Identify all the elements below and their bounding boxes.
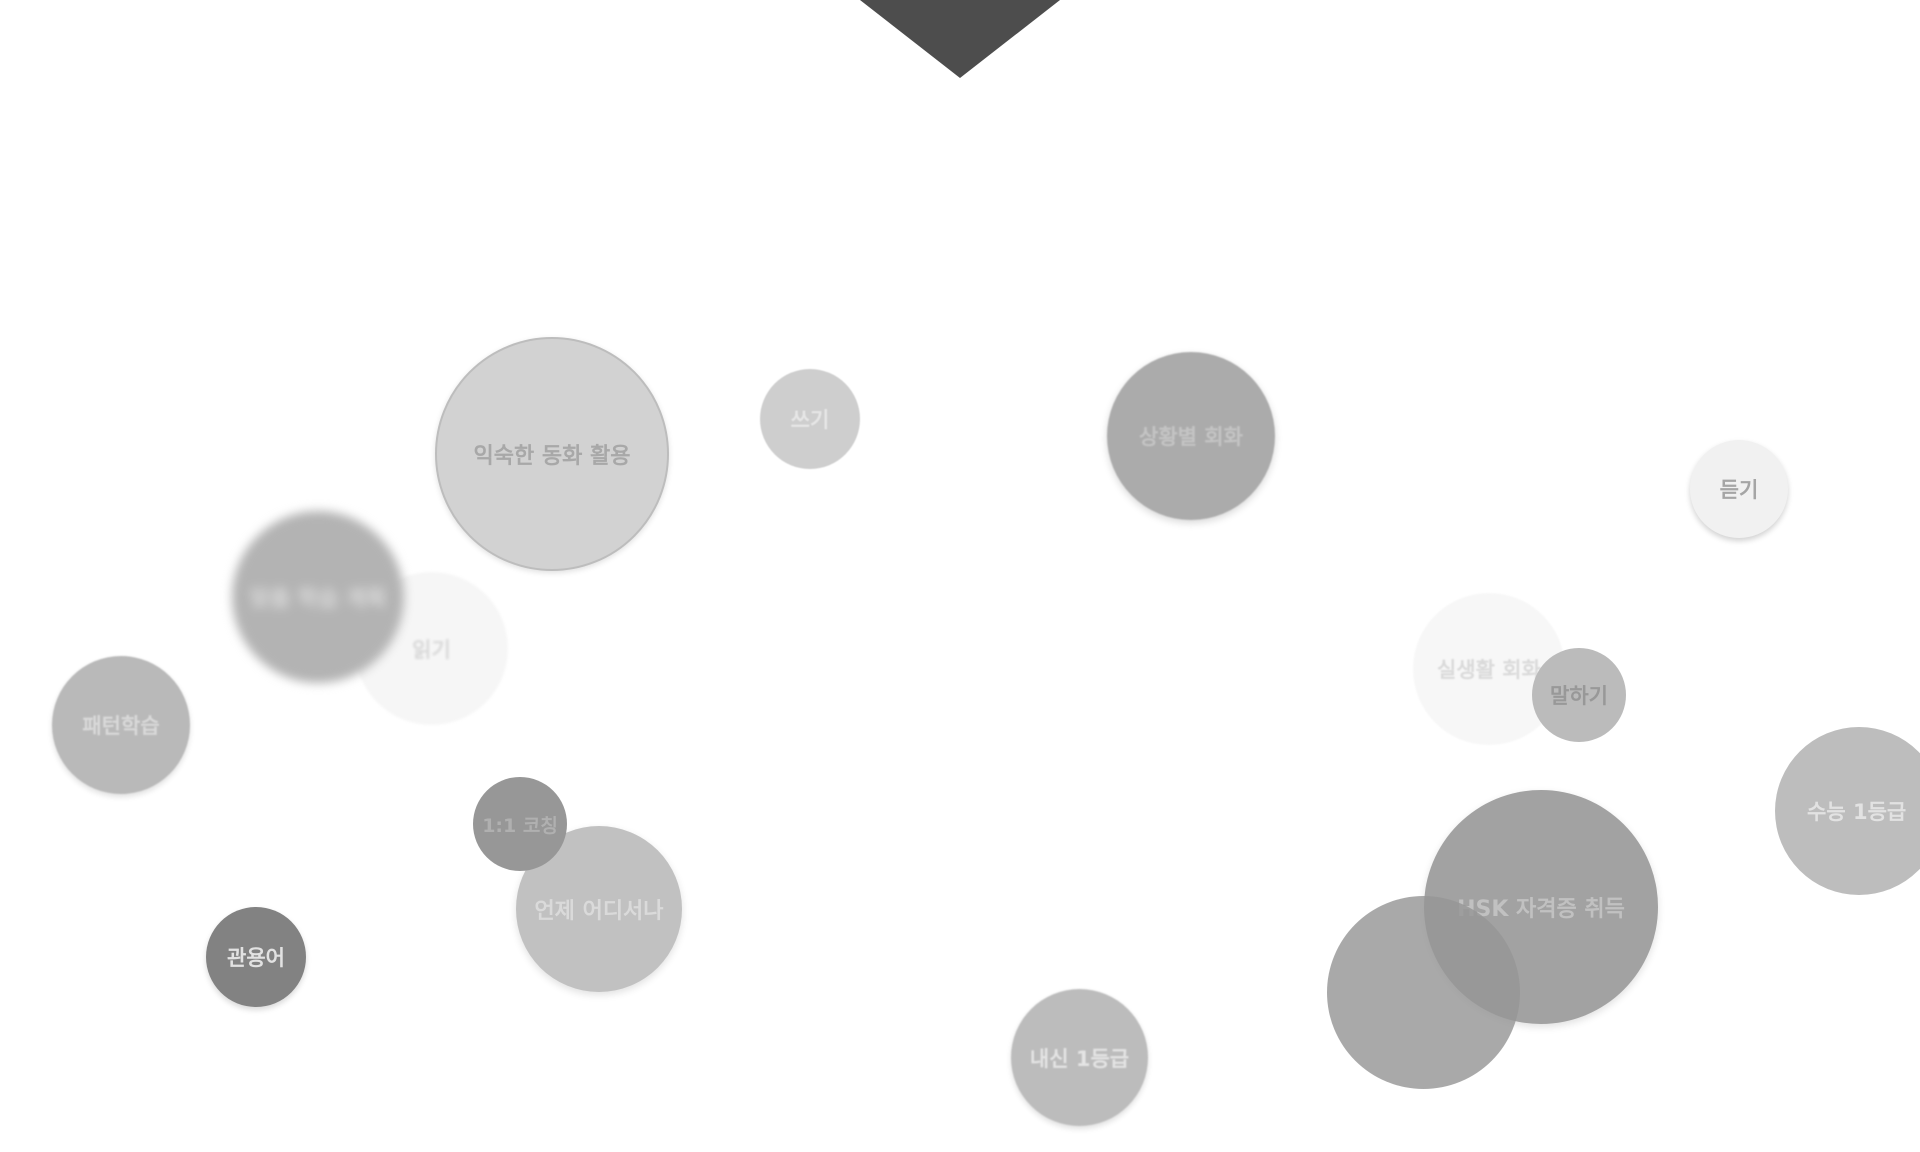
bubble-label: 맞춤 학습 계획 [249,587,387,612]
bubble-speaking[interactable]: 말하기 [1532,648,1626,742]
bubble-pattern-learning[interactable]: 패턴학습 [52,656,190,794]
bubble-label: 관용어 [227,946,285,970]
bubble-label: 듣기 [1719,478,1759,502]
bubble-label: 내신 1등급 [1029,1046,1130,1071]
bubble-suneung[interactable]: 수능 1등급 [1775,727,1920,895]
bubble-label: 익숙한 동화 활용 [473,444,631,469]
bubble-label: 1:1 코칭 [482,814,558,837]
bubble-label: 패턴학습 [82,714,160,738]
bubble-coaching[interactable]: 1:1 코칭 [473,777,567,871]
bubble-naesin[interactable]: 내신 1등급 [1011,989,1148,1126]
bubble-label: 쓰기 [790,408,830,432]
bubble-writing[interactable]: 쓰기 [760,369,860,469]
bubble-custom-plan[interactable]: 맞춤 학습 계획 [232,511,404,683]
bubble-idioms[interactable]: 관용어 [206,907,306,1007]
bubble-label: 수능 1등급 [1807,800,1907,824]
bubble-situational-conversation[interactable]: 상황별 회화 [1107,352,1275,520]
bubble-blank [1327,896,1520,1089]
bubble-label: 언제 어디서나 [534,899,664,924]
bubble-label: 상황별 회화 [1139,425,1243,449]
bubble-listening[interactable]: 듣기 [1690,440,1788,538]
bubble-anytime-anywhere[interactable]: 언제 어디서나 [516,826,682,992]
bubble-label: 읽기 [412,637,451,662]
dropdown-pointer [860,0,1060,78]
bubble-label: 말하기 [1550,684,1608,708]
bubble-fairy-tale[interactable]: 익숙한 동화 활용 [435,337,669,571]
bubble-label: 실생활 회화 [1437,658,1541,682]
